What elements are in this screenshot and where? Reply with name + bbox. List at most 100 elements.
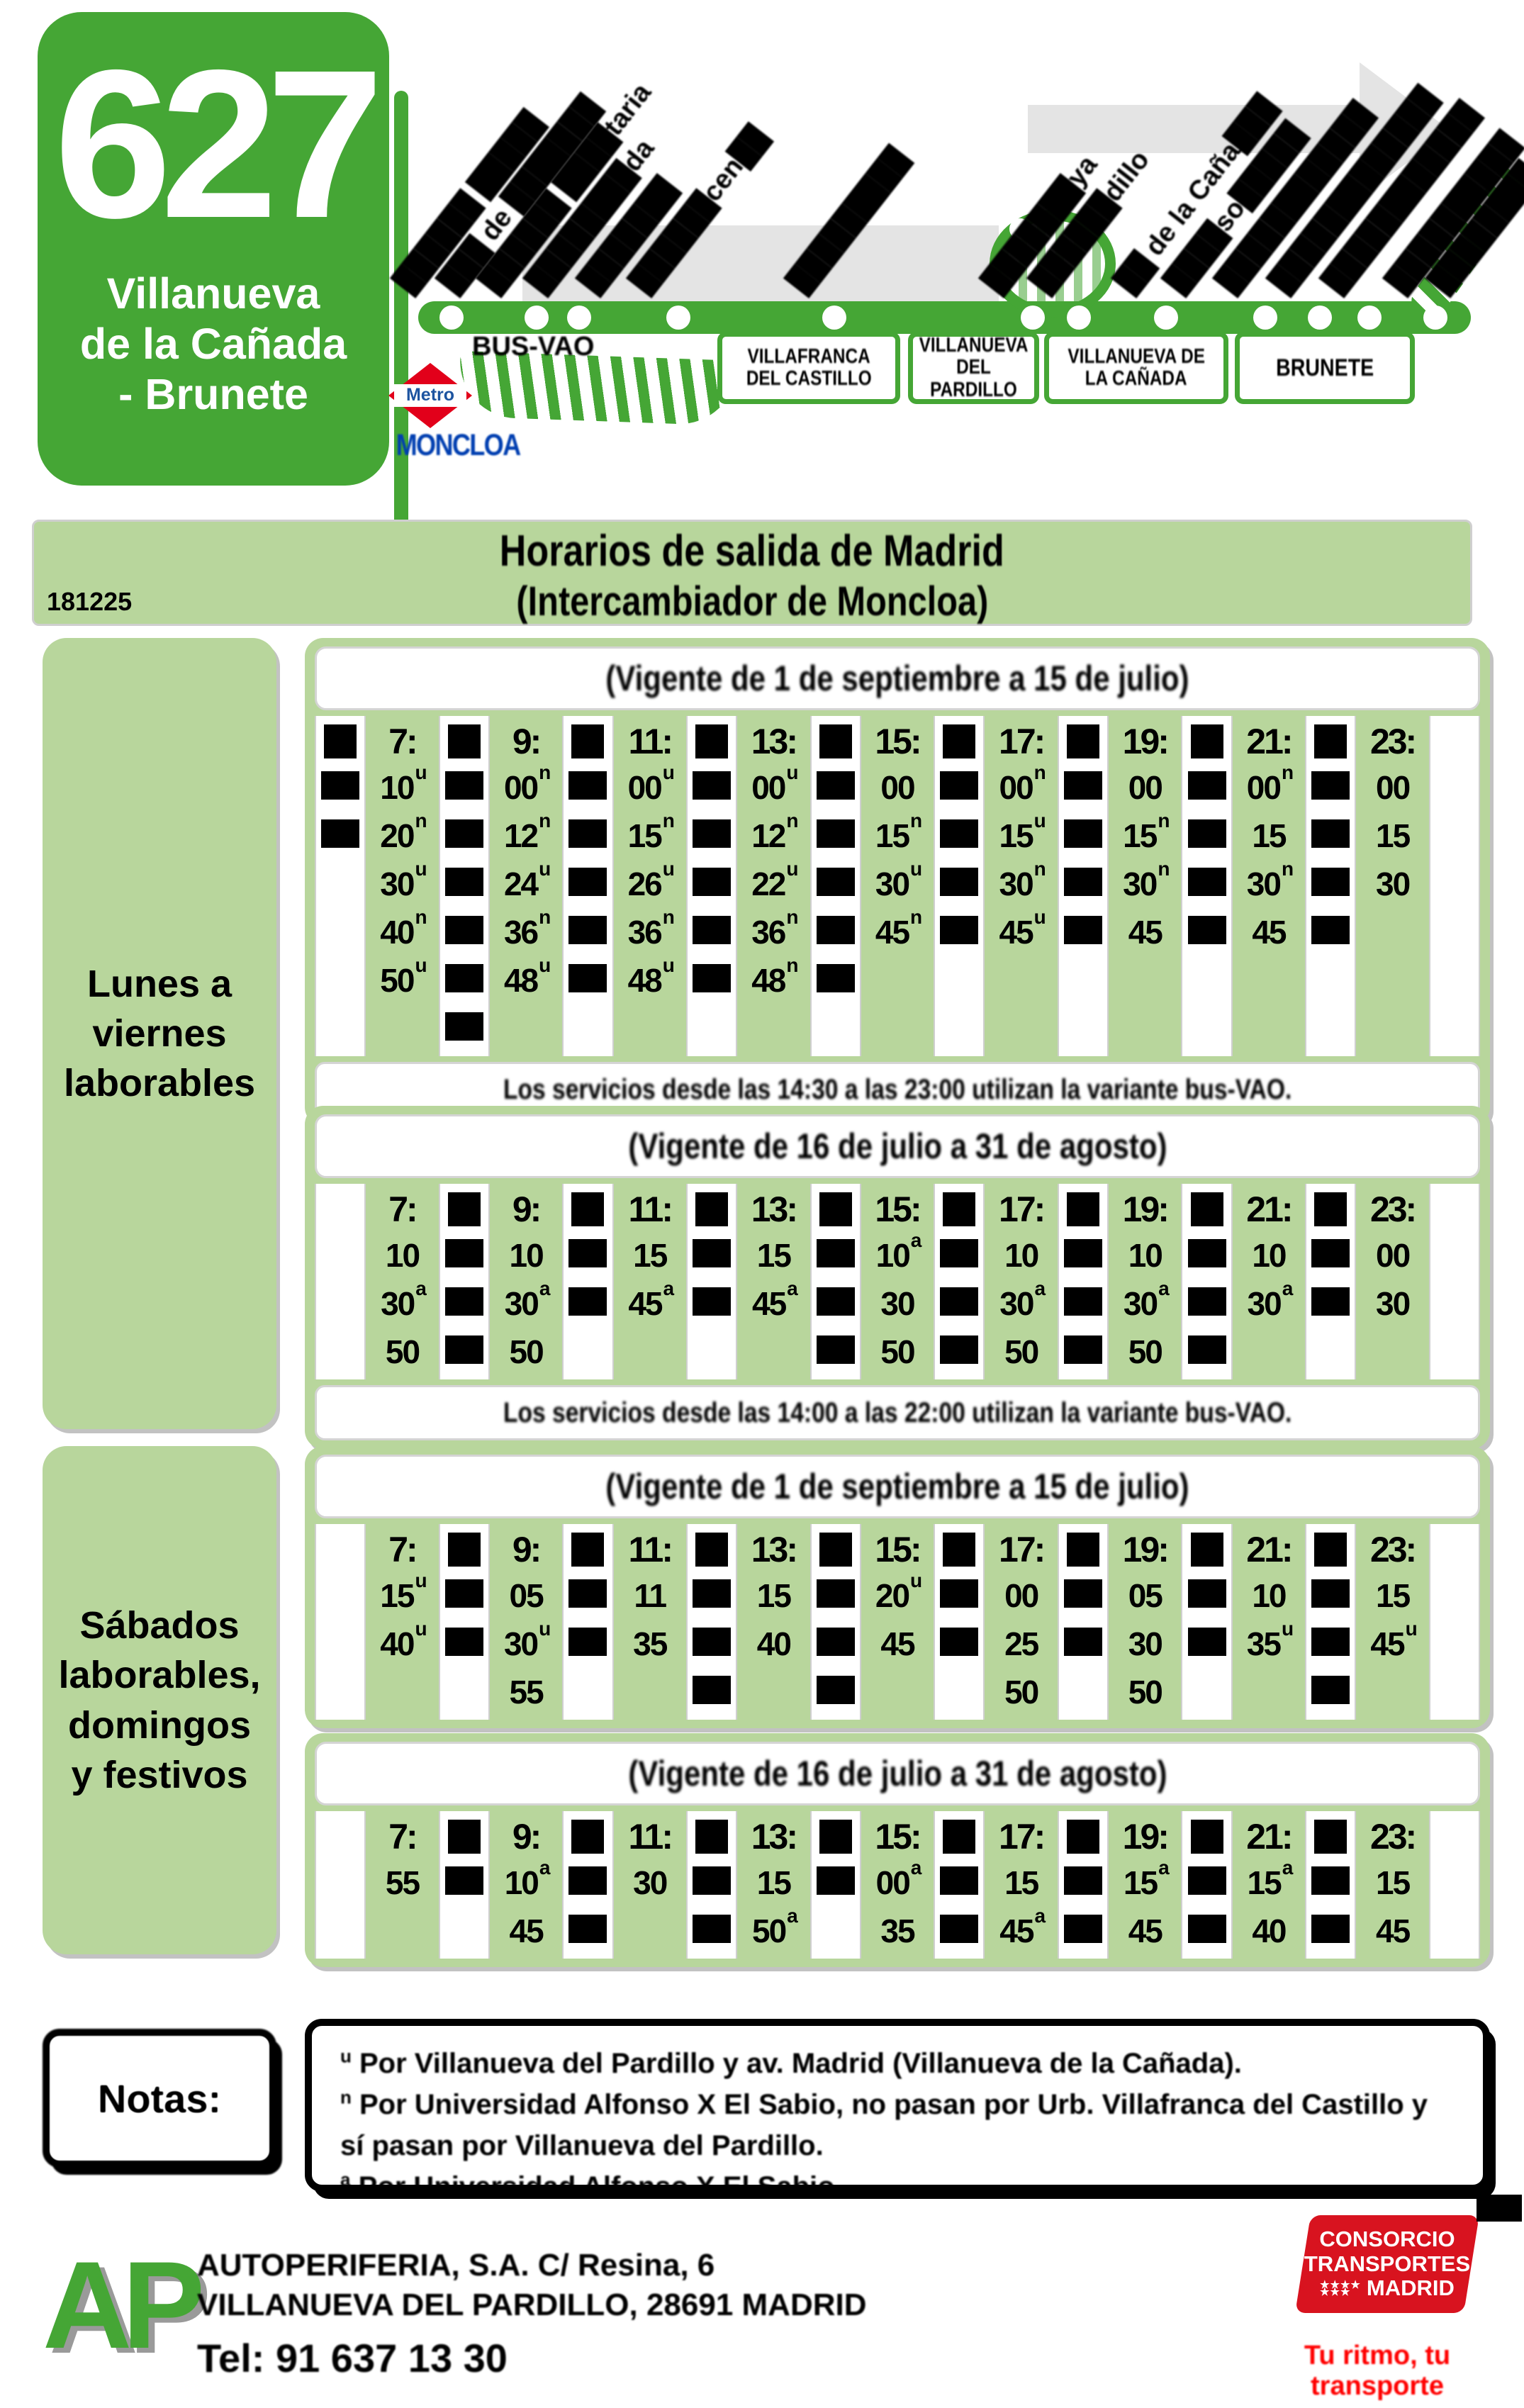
- minute-cell: 55: [385, 1864, 420, 1901]
- corrupted-text-blob: [1187, 819, 1226, 848]
- minute-cell: 15: [1375, 1577, 1411, 1614]
- minute-cell: 50: [1128, 1333, 1163, 1370]
- hour-column: [1057, 716, 1109, 1056]
- stars-row2: ★★★: [1320, 2285, 1351, 2298]
- document-code: 181225: [47, 587, 133, 616]
- ctm-madrid: MADRID: [1366, 2275, 1455, 2301]
- minute-cell: [444, 1235, 483, 1283]
- corrupted-text-blob: [1187, 1287, 1226, 1316]
- table-title-text: (Vigente de 1 de septiembre a 15 de juli…: [605, 1467, 1189, 1506]
- line-number: 627: [54, 26, 383, 262]
- corrupted-text-blob: [444, 964, 483, 992]
- ctm-slogan: Tu ritmo, tu transporte: [1304, 2341, 1451, 2401]
- footnote-marker: n: [415, 810, 427, 831]
- minute-cell: [940, 1623, 979, 1671]
- hour-label: [1190, 1524, 1223, 1575]
- header-subtitle: (Intercambiador de Moncloa): [34, 578, 1470, 625]
- municipality-name: DEL PARDILLO: [930, 356, 1017, 401]
- minute-cell: [1063, 1862, 1102, 1910]
- corrupted-text-blob: [568, 1287, 607, 1316]
- corrupted-text-blob: [444, 1579, 483, 1608]
- minute-cell: [1187, 912, 1226, 960]
- hour-column: [1181, 1524, 1233, 1720]
- hour-column: [1428, 1811, 1481, 1959]
- minute-cell: [693, 1575, 732, 1623]
- corrupted-text-blob: [568, 868, 607, 896]
- corrupted-text-blob: [1311, 771, 1350, 800]
- hour-label: 21:: [1246, 1530, 1293, 1569]
- corrupted-text-blob: [1311, 1287, 1350, 1316]
- footnote-marker: a: [910, 1857, 922, 1878]
- corrupted-text-blob: [693, 1915, 732, 1943]
- hour-label: 13:: [751, 1817, 798, 1857]
- corrupted-text-blob: [447, 1533, 481, 1567]
- hour-label: [943, 716, 976, 767]
- minute-cell: 15: [756, 1577, 792, 1614]
- corrupted-text-blob: [568, 916, 607, 944]
- hour-label: [1314, 1524, 1347, 1575]
- minute-cell: [940, 767, 979, 815]
- minute-cell: [940, 863, 979, 912]
- hour-label: 11:: [628, 1817, 673, 1857]
- corrupted-text-blob: [943, 1533, 976, 1567]
- minute-cell: 50: [1004, 1674, 1039, 1710]
- minute-cell: [693, 1235, 732, 1283]
- minute-cell: 15: [1375, 1864, 1411, 1901]
- minute-cell: 50: [1128, 1674, 1163, 1710]
- hour-column: [438, 1811, 490, 1959]
- minute-cell: [940, 1331, 979, 1379]
- minute-cell: [1187, 1331, 1226, 1379]
- hour-label: [695, 1184, 729, 1235]
- hour-label: [695, 1811, 729, 1862]
- hour-column: [1057, 1524, 1109, 1720]
- hour-column: [934, 716, 985, 1056]
- minute-cell: [321, 815, 360, 863]
- direction-arrow-icon: [1360, 62, 1450, 198]
- footnote-marker: n: [1281, 858, 1294, 880]
- hour-label: [819, 1184, 852, 1235]
- minute-cell: 10: [1252, 1237, 1287, 1274]
- corrupted-text-blob: [940, 1628, 979, 1656]
- corrupted-text-blob: [693, 868, 732, 896]
- minute-cell: [444, 1623, 483, 1671]
- minute-cell: 25: [1004, 1625, 1039, 1662]
- corrupted-text-blob: [943, 1820, 976, 1854]
- minute-cell: [816, 1575, 855, 1623]
- minute-cell: [816, 960, 855, 1008]
- table-title: (Vigente de 1 de septiembre a 15 de juli…: [315, 1455, 1480, 1518]
- timetable-weekdays-summer: (Vigente de 16 de julio a 31 de agosto) …: [305, 1106, 1490, 1449]
- hour-column: [315, 1524, 366, 1720]
- hour-column: 7:55: [366, 1811, 438, 1959]
- hour-column: [1305, 1811, 1357, 1959]
- corrupted-text-blob: [816, 1676, 855, 1704]
- minute-cell: [1311, 1910, 1350, 1959]
- row-label-line: laborables,: [58, 1654, 261, 1697]
- hour-column: [934, 1184, 985, 1379]
- municipality-name: DEL CASTILLO: [746, 367, 872, 390]
- hour-column: [809, 716, 861, 1056]
- bus-vao-hatch: [458, 351, 737, 426]
- corrupted-text-blob: [1066, 1192, 1099, 1226]
- hour-label: [819, 1524, 852, 1575]
- minute-cell: 30: [880, 1285, 915, 1322]
- hour-label: 17:: [999, 1530, 1046, 1569]
- corrupted-text-blob: [940, 868, 979, 896]
- hour-column: [562, 716, 614, 1056]
- footnote-marker: a: [910, 1229, 922, 1251]
- hour-label: [571, 716, 605, 767]
